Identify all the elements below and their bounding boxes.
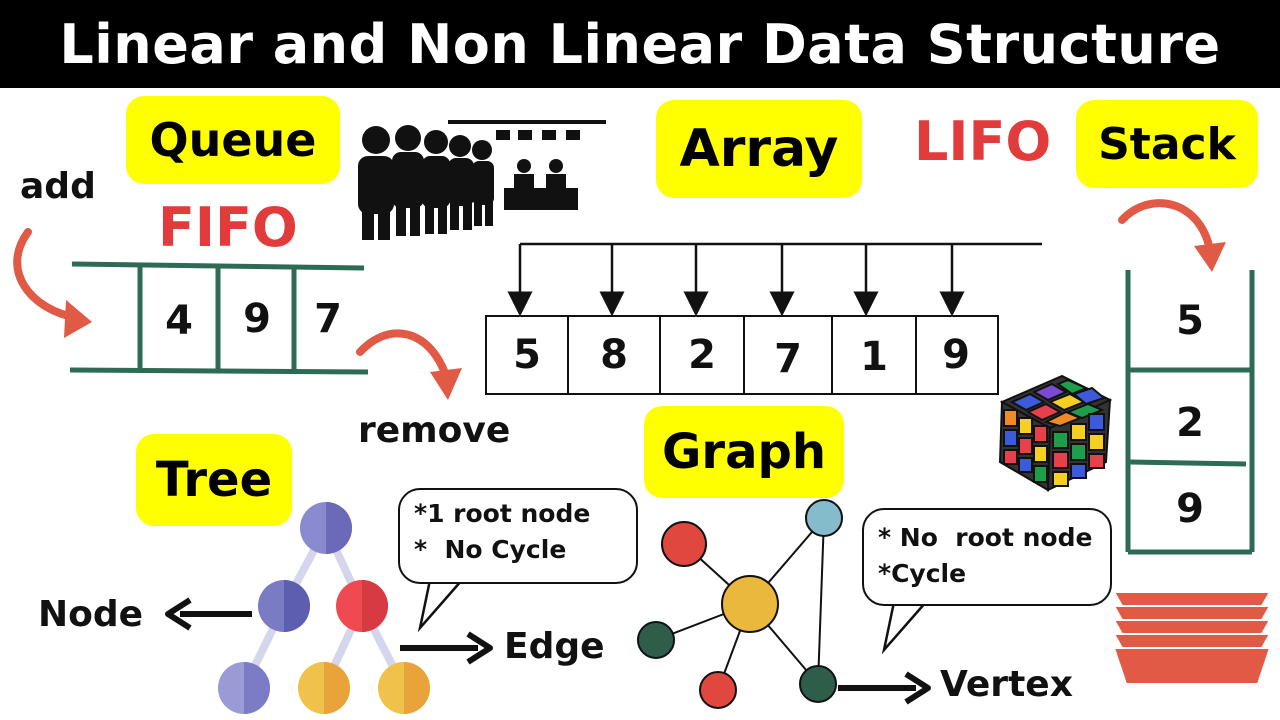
- add-label: add: [20, 166, 96, 207]
- graph-note: *Cycle: [878, 559, 967, 589]
- stack-structure: [1125, 270, 1255, 555]
- plates-stack-icon: [1112, 591, 1272, 685]
- array-cell: 2: [688, 332, 716, 378]
- tree-node-right: [336, 580, 388, 632]
- queue-chip: Queue: [126, 96, 340, 184]
- queue-cell: 4: [165, 298, 193, 344]
- tree-leaf-3: [378, 662, 430, 714]
- stack-cell: 5: [1176, 298, 1204, 344]
- curved-arrow-icon: [1118, 199, 1226, 272]
- tree-bubble-tail: [417, 578, 463, 633]
- graph-vertex-red-top: [661, 521, 707, 567]
- vertex-label: Vertex: [940, 664, 1073, 705]
- fifo-label: FIFO: [158, 196, 298, 259]
- graph-vertex-green-left: [637, 621, 675, 659]
- queue-cell: 9: [243, 296, 271, 342]
- tree-note: *1 root node: [414, 499, 591, 528]
- array-cell: 5: [513, 332, 541, 378]
- array-cell: 8: [600, 332, 628, 378]
- graph-notes-bubble: * No root node *Cycle: [862, 508, 1112, 606]
- people-queue-icon: [358, 120, 606, 240]
- graph-vertex-red-bottom: [699, 671, 737, 709]
- graph-diagram: [637, 499, 843, 709]
- graph-vertex-center: [721, 575, 779, 633]
- queue-structure: [69, 261, 369, 375]
- stack-cell: 9: [1176, 486, 1204, 532]
- array-cell: 1: [860, 334, 888, 380]
- tree-notes-bubble: *1 root node * No Cycle: [398, 488, 638, 584]
- stack-cell: 2: [1176, 400, 1204, 446]
- tree-note: * No Cycle: [414, 535, 567, 565]
- curved-arrow-icon: [13, 228, 92, 338]
- graph-vertex-teal: [805, 499, 843, 537]
- queue-cell: 7: [314, 296, 342, 342]
- page-title: Linear and Non Linear Data Structure: [0, 0, 1280, 88]
- array-pointers: [507, 242, 1042, 317]
- lifo-label: LIFO: [914, 110, 1052, 173]
- remove-label: remove: [358, 410, 511, 451]
- tree-node-left: [258, 580, 310, 632]
- node-label: Node: [38, 594, 144, 635]
- edge-arrow: [400, 631, 493, 665]
- stack-chip: Stack: [1076, 100, 1258, 188]
- tree-chip: Tree: [136, 434, 292, 526]
- tree-node-root: [300, 502, 352, 554]
- array-cell: 9: [942, 332, 970, 378]
- array-cell: 7: [774, 336, 802, 382]
- node-arrow: [165, 597, 252, 631]
- tree-leaf-2: [298, 662, 350, 714]
- tree-leaf-1: [218, 662, 270, 714]
- graph-vertex-green-right: [799, 665, 837, 703]
- array-boxes: [485, 315, 999, 395]
- vertex-arrow: [838, 671, 931, 705]
- edge-label: Edge: [504, 626, 605, 667]
- rubiks-cube-icon: [998, 374, 1113, 492]
- graph-bubble-tail: [881, 600, 927, 655]
- curved-arrow-icon: [356, 329, 462, 400]
- tree-diagram: [218, 502, 430, 714]
- array-chip: Array: [656, 100, 862, 198]
- graph-chip: Graph: [644, 406, 844, 498]
- graph-note: * No root node: [878, 523, 1093, 552]
